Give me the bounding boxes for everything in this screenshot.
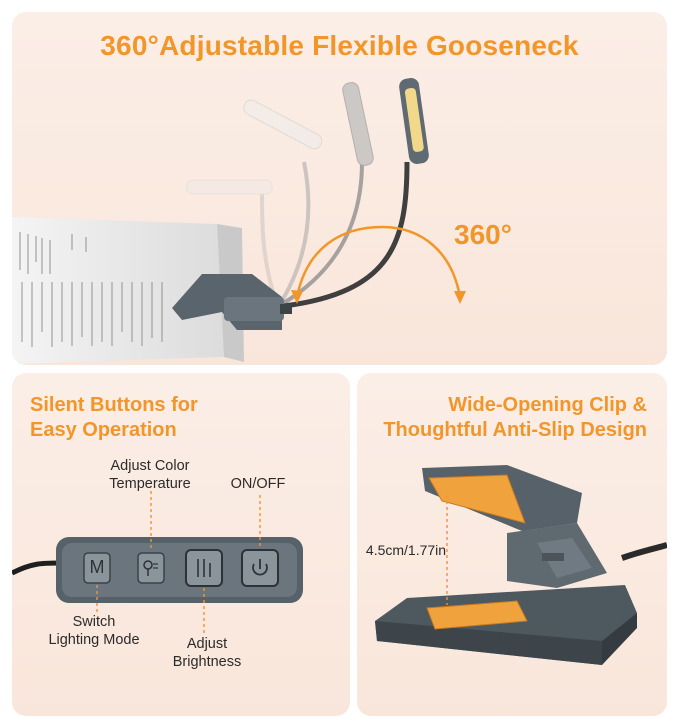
- callout-mode-line2: Lighting Mode: [48, 632, 140, 648]
- clip-panel: Wide-Opening Clip & Thoughtful Anti-Slip…: [357, 373, 667, 716]
- top-anti-slip-pad: [428, 474, 526, 524]
- buttons-title-line1: Silent Buttons for: [30, 394, 198, 416]
- callout-mode: Switch Lighting Mode: [34, 613, 154, 649]
- clip-title-line2: Thoughtful Anti-Slip Design: [383, 419, 647, 441]
- clip-illustration: [375, 465, 667, 665]
- callout-brightness: Adjust Brightness: [162, 635, 252, 671]
- opening-dimension-label: 4.5cm/1.77in: [365, 542, 447, 558]
- power-icon: [252, 559, 268, 576]
- lamp-position-faded-2: [243, 99, 323, 306]
- control-face: [62, 543, 297, 597]
- bottom-anti-slip-pad: [426, 600, 528, 630]
- gooseneck-stub: [621, 542, 667, 561]
- rotation-arc: [291, 225, 466, 304]
- mode-button-glyph: M: [89, 557, 105, 577]
- mode-button[interactable]: [83, 552, 111, 584]
- power-button[interactable]: [241, 549, 279, 587]
- clip-title-line1: Wide-Opening Clip &: [448, 394, 647, 416]
- buttons-panel: Silent Buttons for Easy Operation: [12, 373, 350, 716]
- callout-color-temperature: Adjust Color Temperature: [100, 457, 200, 493]
- rotation-angle-label: 360°: [454, 219, 512, 250]
- callout-color-temperature-line1: Adjust Color: [110, 458, 190, 474]
- callout-leaders: [96, 491, 261, 635]
- gooseneck-panel: 360°Adjustable Flexible Gooseneck: [12, 12, 667, 365]
- buttons-title-line2: Easy Operation: [30, 419, 177, 441]
- callout-mode-line1: Switch: [72, 614, 116, 630]
- lamp-main: [283, 78, 429, 309]
- clip-base: [375, 585, 637, 665]
- clip: [172, 274, 292, 330]
- callout-power: ON/OFF: [230, 476, 286, 492]
- brightness-bars-icon: [197, 559, 211, 577]
- clip-upper-jaw: [422, 465, 582, 531]
- cable: [12, 560, 61, 576]
- gooseneck-illustration: [12, 78, 466, 364]
- control-module-illustration: [12, 491, 303, 635]
- color-temperature-button[interactable]: [137, 552, 165, 584]
- clip-hinge: [507, 523, 607, 588]
- clip-title: Wide-Opening Clip & Thoughtful Anti-Slip…: [383, 393, 647, 443]
- callout-brightness-line2: Brightness: [172, 654, 242, 670]
- gooseneck-headline: 360°Adjustable Flexible Gooseneck: [100, 30, 579, 61]
- callout-brightness-line1: Adjust: [186, 636, 228, 652]
- callout-color-temperature-line2: Temperature: [109, 476, 191, 492]
- brightness-button[interactable]: [185, 549, 223, 587]
- buttons-title: Silent Buttons for Easy Operation: [30, 393, 198, 443]
